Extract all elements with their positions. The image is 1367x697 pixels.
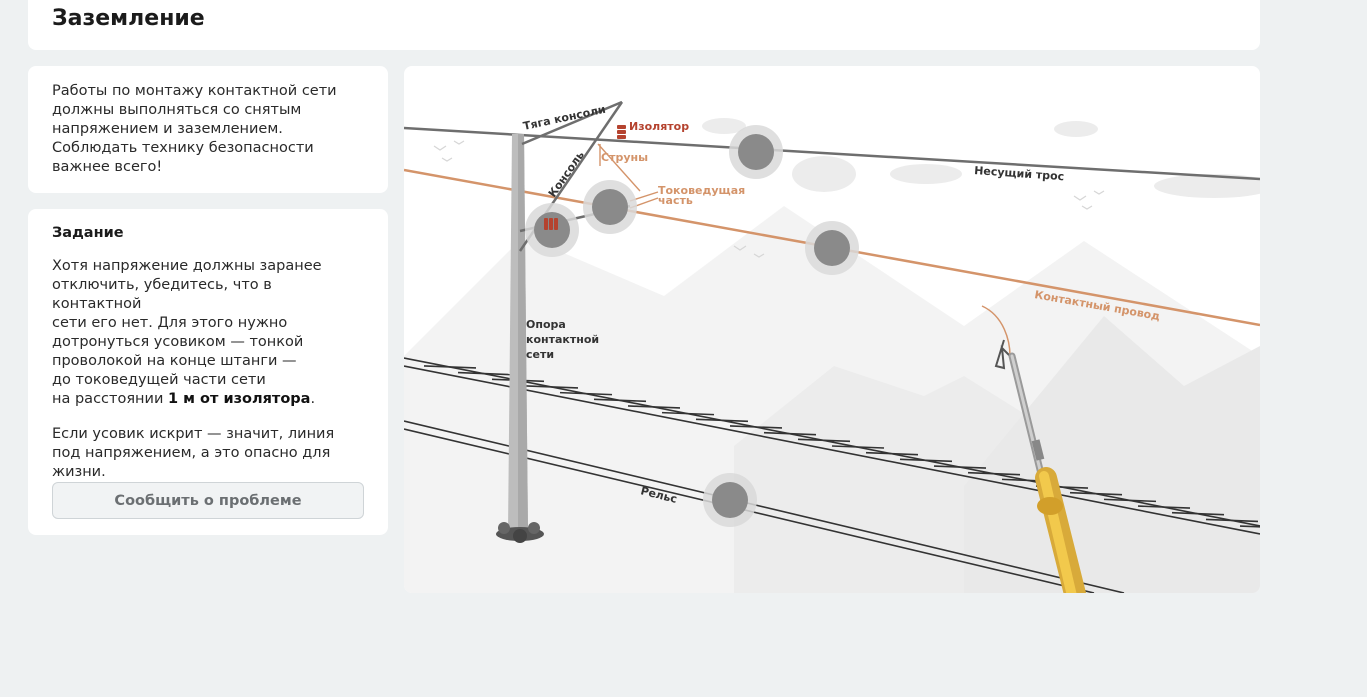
intro-card: Работы по монтажу контактной сети должны… — [28, 66, 388, 193]
catenary-pole — [496, 134, 544, 543]
mountains-background — [404, 206, 1260, 593]
carrier-cable — [404, 126, 1260, 181]
task-paragraph-1: Хотя напряжение должны заранее отключить… — [52, 257, 364, 409]
task-line: Хотя напряжение должны заранее — [52, 258, 322, 274]
sleeper — [1239, 525, 1260, 528]
label-live-part-2: часть — [658, 194, 693, 207]
hotspot-live-part[interactable] — [583, 180, 637, 234]
label-insulator: Изолятор — [629, 120, 689, 133]
label-pole-3: сети — [526, 348, 554, 361]
task-line: дотронуться усовиком — тонкой — [52, 334, 304, 350]
task-line: Если усовик искрит — значит, линия — [52, 426, 335, 442]
intro-line: должны выполняться со снятым — [52, 102, 302, 118]
insulator-top — [617, 125, 626, 139]
distance-highlight: 1 м от изолятора — [168, 391, 311, 407]
intro-line: важнее всего! — [52, 159, 163, 175]
label-pole-2: контактной — [526, 333, 599, 346]
intro-text: Работы по монтажу контактной сети должны… — [52, 82, 364, 177]
page-title: Заземление — [52, 6, 205, 31]
label-carrier-cable: Несущий трос — [974, 164, 1065, 183]
hotspot-console-insulator[interactable] — [525, 203, 579, 257]
label-console: Консоль — [546, 149, 587, 200]
task-line: под напряжением, а это опасно для — [52, 445, 331, 461]
intro-line: Соблюдать технику безопасности — [52, 140, 314, 156]
task-paragraph-2: Если усовик искрит — значит, линия под н… — [52, 425, 364, 482]
report-problem-button[interactable]: Сообщить о проблеме — [52, 482, 364, 519]
task-line: жизни. — [52, 464, 106, 480]
intro-line: напряжением и заземлением. — [52, 121, 283, 137]
label-strings: Струны — [601, 151, 648, 164]
hotspot-carrier-cable[interactable] — [729, 125, 783, 179]
clouds — [702, 118, 1260, 198]
catenary-scene: Тяга консоли Изолятор Струны Консоль Ток… — [404, 100, 1260, 593]
scene-card: Тяга консоли Изолятор Струны Консоль Ток… — [404, 66, 1260, 593]
task-line: до токоведущей части сети — [52, 372, 266, 388]
task-line: сети его нет. Для этого нужно — [52, 315, 288, 331]
hotspot-contact-wire[interactable] — [805, 221, 859, 275]
task-line-suffix: . — [310, 391, 316, 407]
label-console-rod: Тяга консоли — [522, 103, 607, 133]
label-pole-1: Опора — [526, 318, 566, 331]
task-line-prefix: на расстоянии — [52, 391, 168, 407]
rail-line — [404, 357, 1260, 527]
title-card: Заземление — [28, 0, 1260, 50]
birds — [433, 140, 1105, 258]
grounding-rod[interactable] — [981, 305, 1087, 593]
task-heading: Задание — [52, 225, 124, 241]
label-live-part-1: Токоведущая — [658, 184, 745, 197]
task-card: Задание Хотя напряжение должны заранее о… — [28, 209, 388, 535]
task-line: отключить, убедитесь, что в контактной — [52, 277, 272, 312]
rail-line — [404, 365, 1260, 535]
hotspot-rail[interactable] — [703, 473, 757, 527]
railway-track — [404, 357, 1260, 593]
intro-line: Работы по монтажу контактной сети — [52, 83, 337, 99]
task-line: проволокой на конце штанги — — [52, 353, 297, 369]
